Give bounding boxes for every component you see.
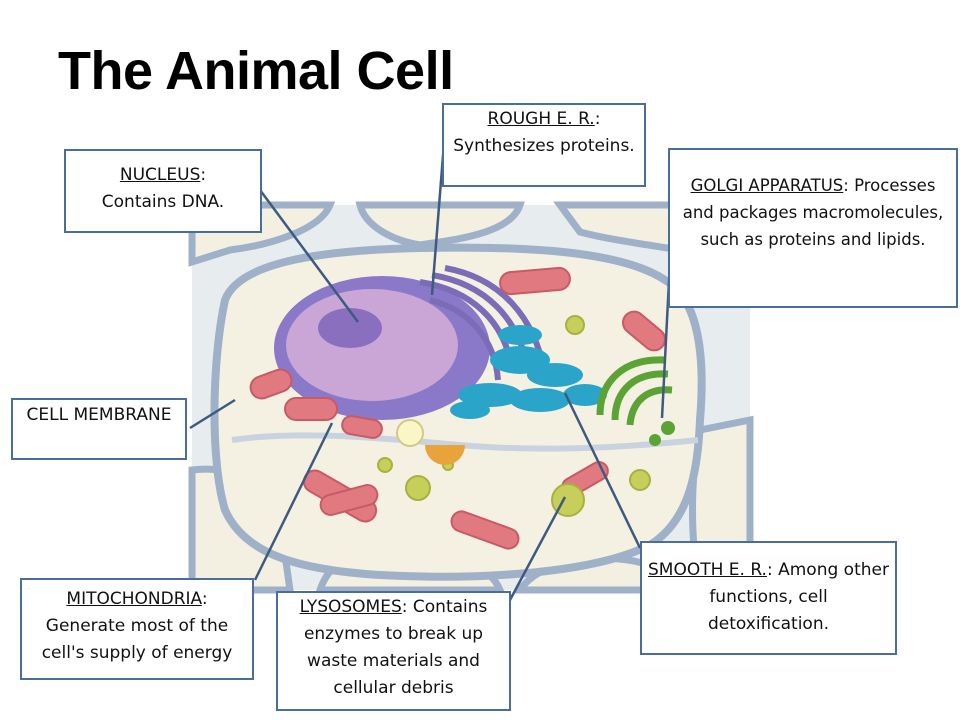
label-nucleus-name: NUCLEUS	[119, 165, 201, 185]
label-rough-er: ROUGH E. R.: Synthesizes proteins.	[442, 103, 646, 187]
nucleoplasm-shape	[286, 289, 458, 401]
page-title: The Animal Cell	[58, 41, 454, 101]
label-golgi-name: GOLGI APPARATUS	[690, 176, 844, 195]
nucleolus-shape	[318, 308, 382, 348]
label-golgi: GOLGI APPARATUS: Processes and packages …	[668, 148, 958, 308]
label-nucleus-desc: Contains DNA.	[101, 192, 225, 212]
label-nucleus: NUCLEUS: Contains DNA.	[64, 149, 262, 233]
label-lysosomes: LYSOSOMES: Contains enzymes to break up …	[276, 591, 511, 711]
vesicle-half	[425, 445, 465, 465]
label-golgi-desc: Processes and packages macromolecules, s…	[682, 176, 944, 249]
label-cell-membrane: CELL MEMBRANE	[11, 398, 187, 460]
label-smooth-er-name: SMOOTH E. R.	[648, 560, 767, 580]
label-mitochondria-desc: Generate most of the cell's supply of en…	[41, 616, 233, 663]
vesicle-shape	[396, 419, 424, 447]
label-mitochondria-name: MITOCHONDRIA	[66, 589, 202, 609]
label-rough-er-name: ROUGH E. R.	[487, 109, 595, 129]
label-lysosomes-desc: Contains enzymes to break up waste mater…	[303, 597, 488, 698]
label-mitochondria: MITOCHONDRIA: Generate most of the cell'…	[20, 578, 254, 680]
label-cell-membrane-name: CELL MEMBRANE	[26, 405, 172, 425]
label-lysosomes-name: LYSOSOMES	[299, 597, 402, 617]
label-smooth-er-desc: Among other functions, cell detoxificati…	[707, 560, 889, 634]
label-rough-er-desc: Synthesizes proteins.	[453, 136, 635, 156]
label-smooth-er: SMOOTH E. R.: Among other functions, cel…	[640, 541, 897, 655]
